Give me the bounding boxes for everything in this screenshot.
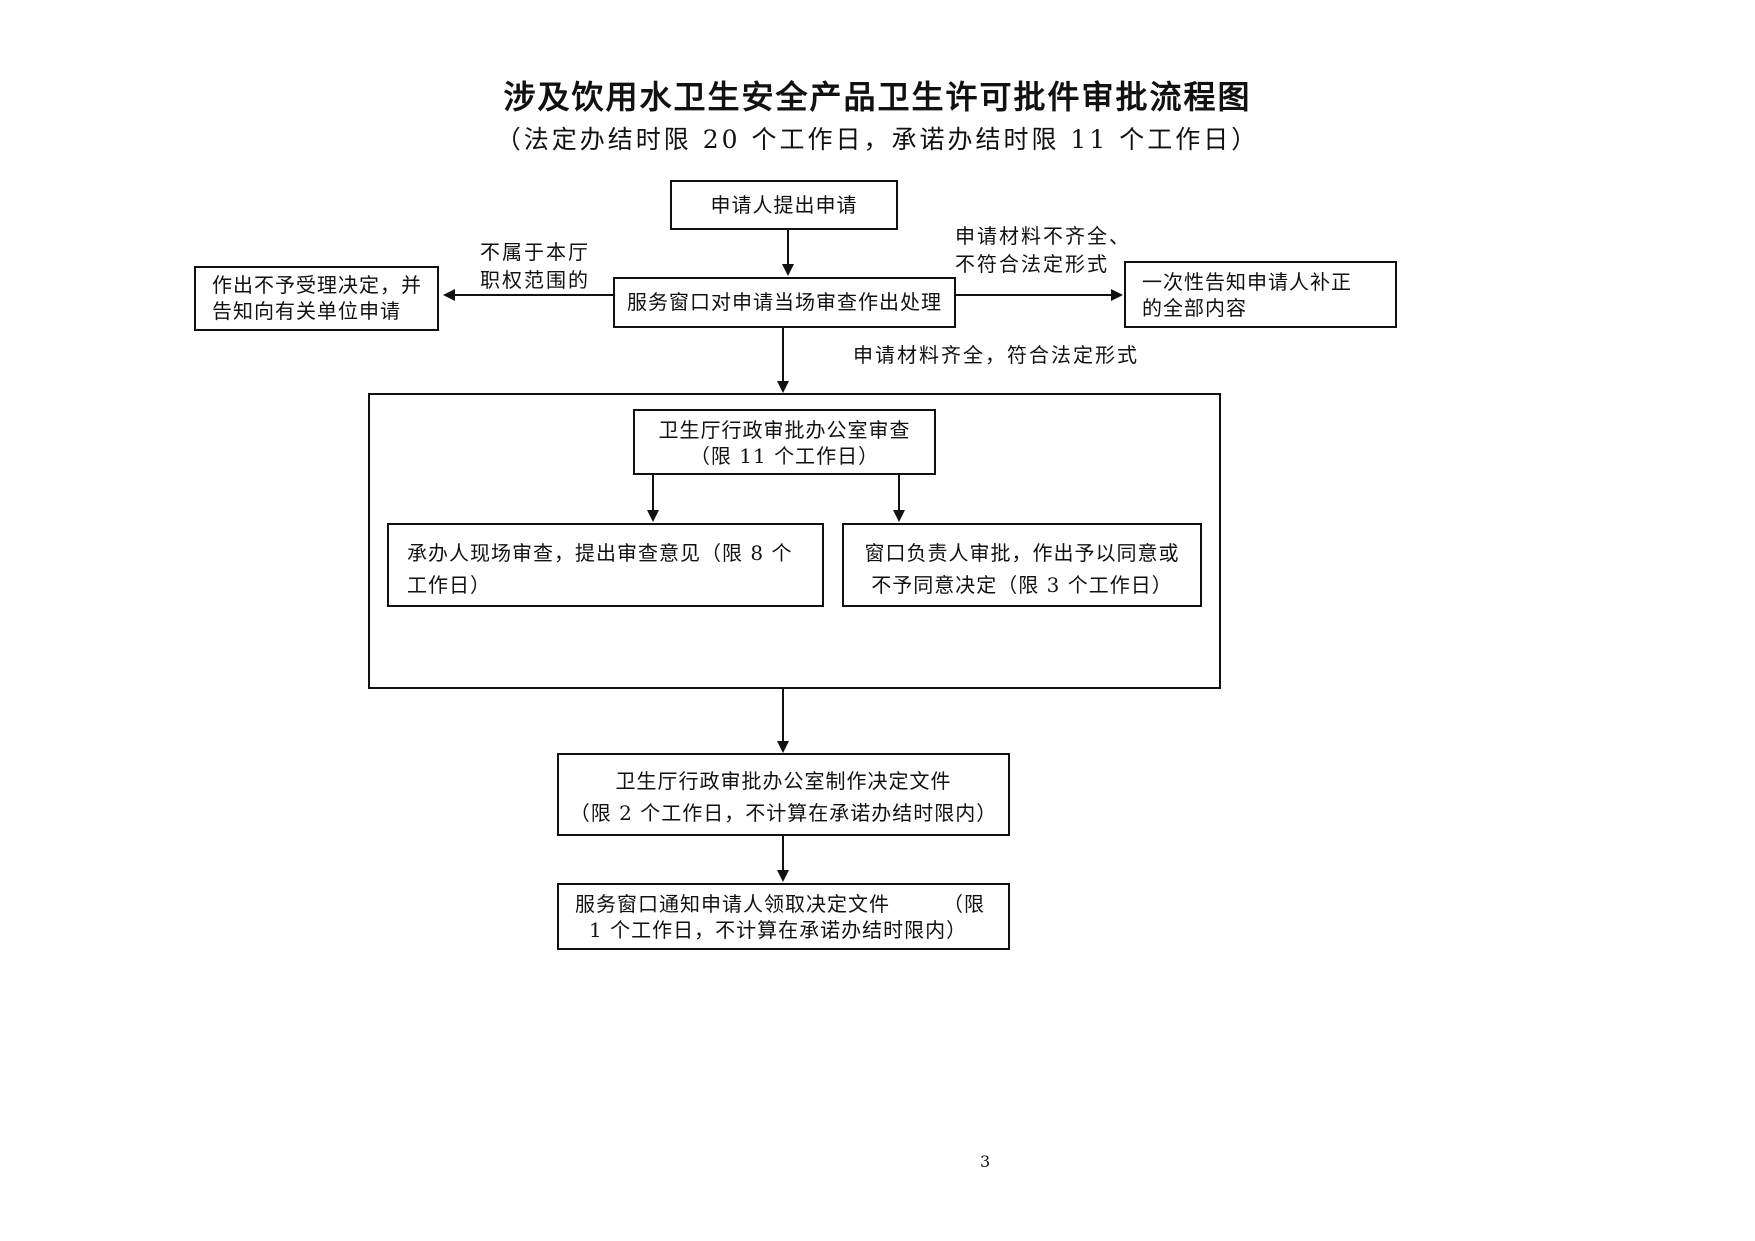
- page-title: 涉及饮用水卫生安全产品卫生许可批件审批流程图: [503, 78, 1252, 116]
- edge-review-to-onsite: [652, 475, 654, 510]
- node-window-process-text: 服务窗口对申请当场审查作出处理: [627, 290, 942, 314]
- node-make-document-line1: 卫生厅行政审批办公室制作决定文件: [615, 769, 952, 793]
- node-reject: 作出不予受理决定，并 告知向有关单位申请: [194, 266, 439, 331]
- node-office-review-line2: （限 11 个工作日）: [689, 444, 880, 468]
- node-reject-line1: 作出不予受理决定，并: [212, 273, 422, 297]
- node-supplement-line1: 一次性告知申请人补正: [1142, 270, 1352, 294]
- node-supplement-line2: 的全部内容: [1142, 296, 1247, 320]
- label-complete: 申请材料齐全，符合法定形式: [853, 343, 1139, 367]
- node-notify: 服务窗口通知申请人领取决定文件 （限 1 个工作日，不计算在承诺办结时限内）: [557, 883, 1010, 950]
- node-reject-line2: 告知向有关单位申请: [212, 299, 401, 323]
- edge-window-to-reject: [455, 294, 613, 296]
- label-out-of-scope-line1: 不属于本厅: [480, 240, 590, 264]
- node-window-approval-line1: 窗口负责人审批，作出予以同意或: [864, 541, 1180, 565]
- node-notify-line2: 1 个工作日，不计算在承诺办结时限内）: [589, 918, 968, 942]
- node-window-approval: 窗口负责人审批，作出予以同意或 不予同意决定（限 3 个工作日）: [842, 523, 1202, 607]
- node-supplement: 一次性告知申请人补正 的全部内容: [1124, 261, 1397, 328]
- edge-review-to-approval: [898, 475, 900, 510]
- node-onsite-review-line2: 工作日）: [407, 573, 491, 597]
- node-office-review-line1: 卫生厅行政审批办公室审查: [658, 418, 911, 442]
- edge-review-to-onsite-arrow: [647, 510, 659, 522]
- page-number: 3: [980, 1152, 991, 1171]
- edge-apply-to-window-arrow: [782, 264, 794, 276]
- node-make-document: 卫生厅行政审批办公室制作决定文件 （限 2 个工作日，不计算在承诺办结时限内）: [557, 753, 1010, 836]
- edge-document-to-notify-arrow: [777, 870, 789, 882]
- node-apply-text: 申请人提出申请: [710, 193, 858, 217]
- edge-review-to-document-arrow: [777, 741, 789, 753]
- page-subtitle: （法定办结时限 20 个工作日，承诺办结时限 11 个工作日）: [495, 125, 1260, 154]
- node-onsite-review: 承办人现场审查，提出审查意见（限 8 个 工作日）: [387, 523, 824, 607]
- label-incomplete: 申请材料不齐全、 不符合法定形式: [955, 222, 1131, 278]
- edge-window-to-review-arrow: [777, 381, 789, 393]
- label-incomplete-line2: 不符合法定形式: [955, 252, 1109, 276]
- edge-window-to-supplement-arrow: [1111, 289, 1123, 301]
- node-office-review: 卫生厅行政审批办公室审查 （限 11 个工作日）: [633, 409, 936, 475]
- edge-apply-to-window: [787, 230, 789, 264]
- node-window-approval-line2: 不予同意决定（限 3 个工作日）: [871, 573, 1173, 597]
- node-notify-line1: 服务窗口通知申请人领取决定文件 （限: [575, 892, 985, 916]
- label-incomplete-line1: 申请材料不齐全、: [955, 224, 1131, 248]
- edge-window-to-reject-arrow: [443, 289, 455, 301]
- node-onsite-review-line1: 承办人现场审查，提出审查意见（限 8 个: [407, 541, 793, 565]
- label-out-of-scope-line2: 职权范围的: [480, 268, 590, 292]
- edge-review-to-document: [782, 689, 784, 741]
- edge-review-to-approval-arrow: [893, 510, 905, 522]
- edge-window-to-supplement: [956, 294, 1112, 296]
- edge-document-to-notify: [782, 836, 784, 870]
- label-out-of-scope: 不属于本厅 职权范围的: [480, 238, 590, 294]
- node-apply: 申请人提出申请: [670, 180, 898, 230]
- edge-window-to-review: [782, 328, 784, 383]
- node-window-process: 服务窗口对申请当场审查作出处理: [613, 277, 956, 328]
- node-make-document-line2: （限 2 个工作日，不计算在承诺办结时限内）: [569, 801, 998, 825]
